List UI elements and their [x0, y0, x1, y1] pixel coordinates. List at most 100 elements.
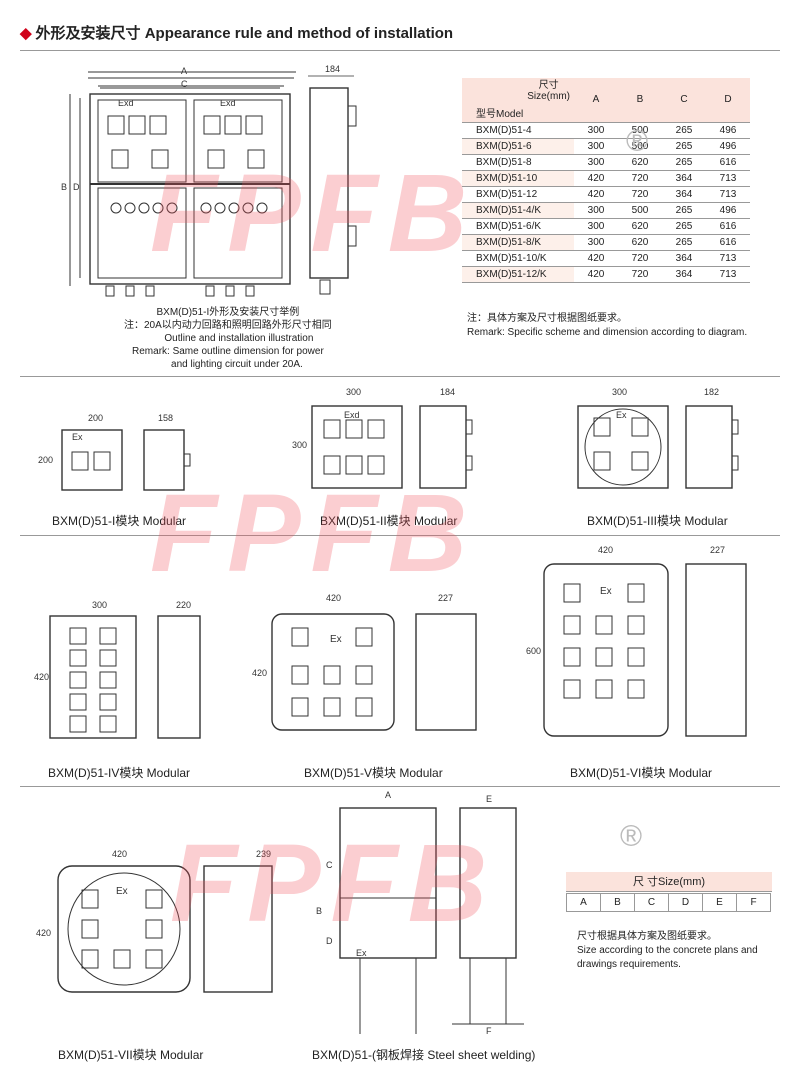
- m7-width: 420: [112, 849, 128, 859]
- m2-drawing: [311, 405, 473, 489]
- m1-width: 200: [88, 413, 104, 423]
- value-cell: 300: [574, 138, 618, 155]
- m3-ex: Ex: [616, 410, 627, 420]
- dim-b: B: [61, 182, 68, 192]
- divider: [20, 535, 780, 536]
- m2-width: 300: [346, 387, 362, 397]
- m3-side: 182: [704, 387, 720, 397]
- t2-col-a: A: [566, 893, 601, 912]
- t2-col-f: F: [736, 893, 771, 912]
- m7-drawing: [57, 865, 273, 993]
- value-cell: 500: [618, 202, 662, 219]
- m5-side: 227: [438, 593, 454, 603]
- value-cell: 265: [662, 154, 706, 171]
- value-cell: 420: [574, 186, 618, 203]
- table-corner: 尺寸 Size(mm) 型号Model: [462, 78, 574, 123]
- value-cell: 364: [662, 170, 706, 187]
- col-b: B: [618, 78, 662, 123]
- page-title: ◆外形及安装尺寸 Appearance rule and method of i…: [20, 22, 453, 43]
- m4-height: 420: [34, 672, 50, 682]
- m5-ex: Ex: [330, 634, 342, 645]
- caption-line: BXM(D)51-I外形及安装尺寸举例: [156, 307, 300, 318]
- divider: [20, 50, 780, 51]
- m5-drawing: [271, 613, 477, 731]
- value-cell: 420: [574, 266, 618, 283]
- t2-col-b: B: [600, 893, 635, 912]
- m8-dim-e: E: [486, 794, 493, 804]
- value-cell: 364: [662, 186, 706, 203]
- divider: [20, 786, 780, 787]
- m2-ex: Exd: [344, 410, 360, 420]
- divider: [20, 376, 780, 377]
- t2-col-c: C: [634, 893, 669, 912]
- model-cell: BXM(D)51-8: [462, 154, 574, 171]
- value-cell: 620: [618, 234, 662, 251]
- header-size: Size(mm): [527, 91, 570, 102]
- m6-side: 227: [710, 545, 726, 555]
- value-cell: 420: [574, 170, 618, 187]
- caption-line: 注：20A以内动力回路和照明回路外形尺寸相同: [124, 320, 332, 331]
- m3-drawing: [577, 405, 739, 489]
- table2-note-en: drawings requirements.: [577, 959, 681, 970]
- value-cell: 500: [618, 138, 662, 155]
- model-cell: BXM(D)51-10: [462, 170, 574, 187]
- m8-drawing: [339, 807, 524, 1034]
- diamond-icon: ◆: [20, 25, 32, 42]
- m6-height: 600: [526, 646, 542, 656]
- m8-dim-f: F: [486, 1026, 492, 1036]
- caption-line: Remark: Same outline dimension for power: [132, 346, 324, 357]
- model-cell: BXM(D)51-10/K: [462, 250, 574, 267]
- m8-label: BXM(D)51-(钢板焊接 Steel sheet welding): [312, 1048, 536, 1062]
- caption-line: Outline and installation illustration: [164, 333, 314, 344]
- m7-side: 239: [256, 849, 272, 859]
- model-cell: BXM(D)51-4/K: [462, 202, 574, 219]
- m1-ex: Ex: [72, 432, 83, 442]
- m5-width: 420: [326, 593, 342, 603]
- m1-height: 200: [38, 455, 54, 465]
- size-table-2: A B C D E F: [566, 893, 771, 912]
- value-cell: 500: [618, 122, 662, 139]
- value-cell: 620: [618, 218, 662, 235]
- m2-side: 184: [440, 387, 456, 397]
- model-cell: BXM(D)51-4: [462, 122, 574, 139]
- m8-ex: Ex: [356, 948, 367, 958]
- value-cell: 364: [662, 266, 706, 283]
- value-cell: 616: [706, 234, 750, 251]
- t2-col-d: D: [668, 893, 703, 912]
- value-cell: 496: [706, 122, 750, 139]
- value-cell: 265: [662, 234, 706, 251]
- model-cell: BXM(D)51-6: [462, 138, 574, 155]
- value-cell: 496: [706, 202, 750, 219]
- m1-label: BXM(D)51-I模块 Modular: [52, 514, 187, 528]
- m5-height: 420: [252, 668, 268, 678]
- value-cell: 616: [706, 154, 750, 171]
- value-cell: 265: [662, 202, 706, 219]
- value-cell: 300: [574, 234, 618, 251]
- exd-left-label: Exd: [118, 98, 134, 108]
- value-cell: 300: [574, 218, 618, 235]
- value-cell: 300: [574, 202, 618, 219]
- header-model: 型号Model: [476, 108, 524, 120]
- table2-cols: A B C D E F: [566, 893, 771, 912]
- value-cell: 713: [706, 170, 750, 187]
- m2-label: BXM(D)51-II模块 Modular: [320, 514, 458, 528]
- table-note-en: Remark: Specific scheme and dimension ac…: [467, 327, 748, 338]
- m1-drawing: [61, 429, 191, 491]
- m7-label: BXM(D)51-VII模块 Modular: [58, 1048, 204, 1062]
- col-c: C: [662, 78, 706, 123]
- watermark: FPFB: [150, 472, 478, 595]
- col-d: D: [706, 78, 750, 123]
- value-cell: 720: [618, 170, 662, 187]
- m8-dim-b: B: [316, 906, 323, 916]
- exd-right-label: Exd: [220, 98, 236, 108]
- value-cell: 420: [574, 250, 618, 267]
- m3-width: 300: [612, 387, 628, 397]
- model-cell: BXM(D)51-12/K: [462, 266, 574, 283]
